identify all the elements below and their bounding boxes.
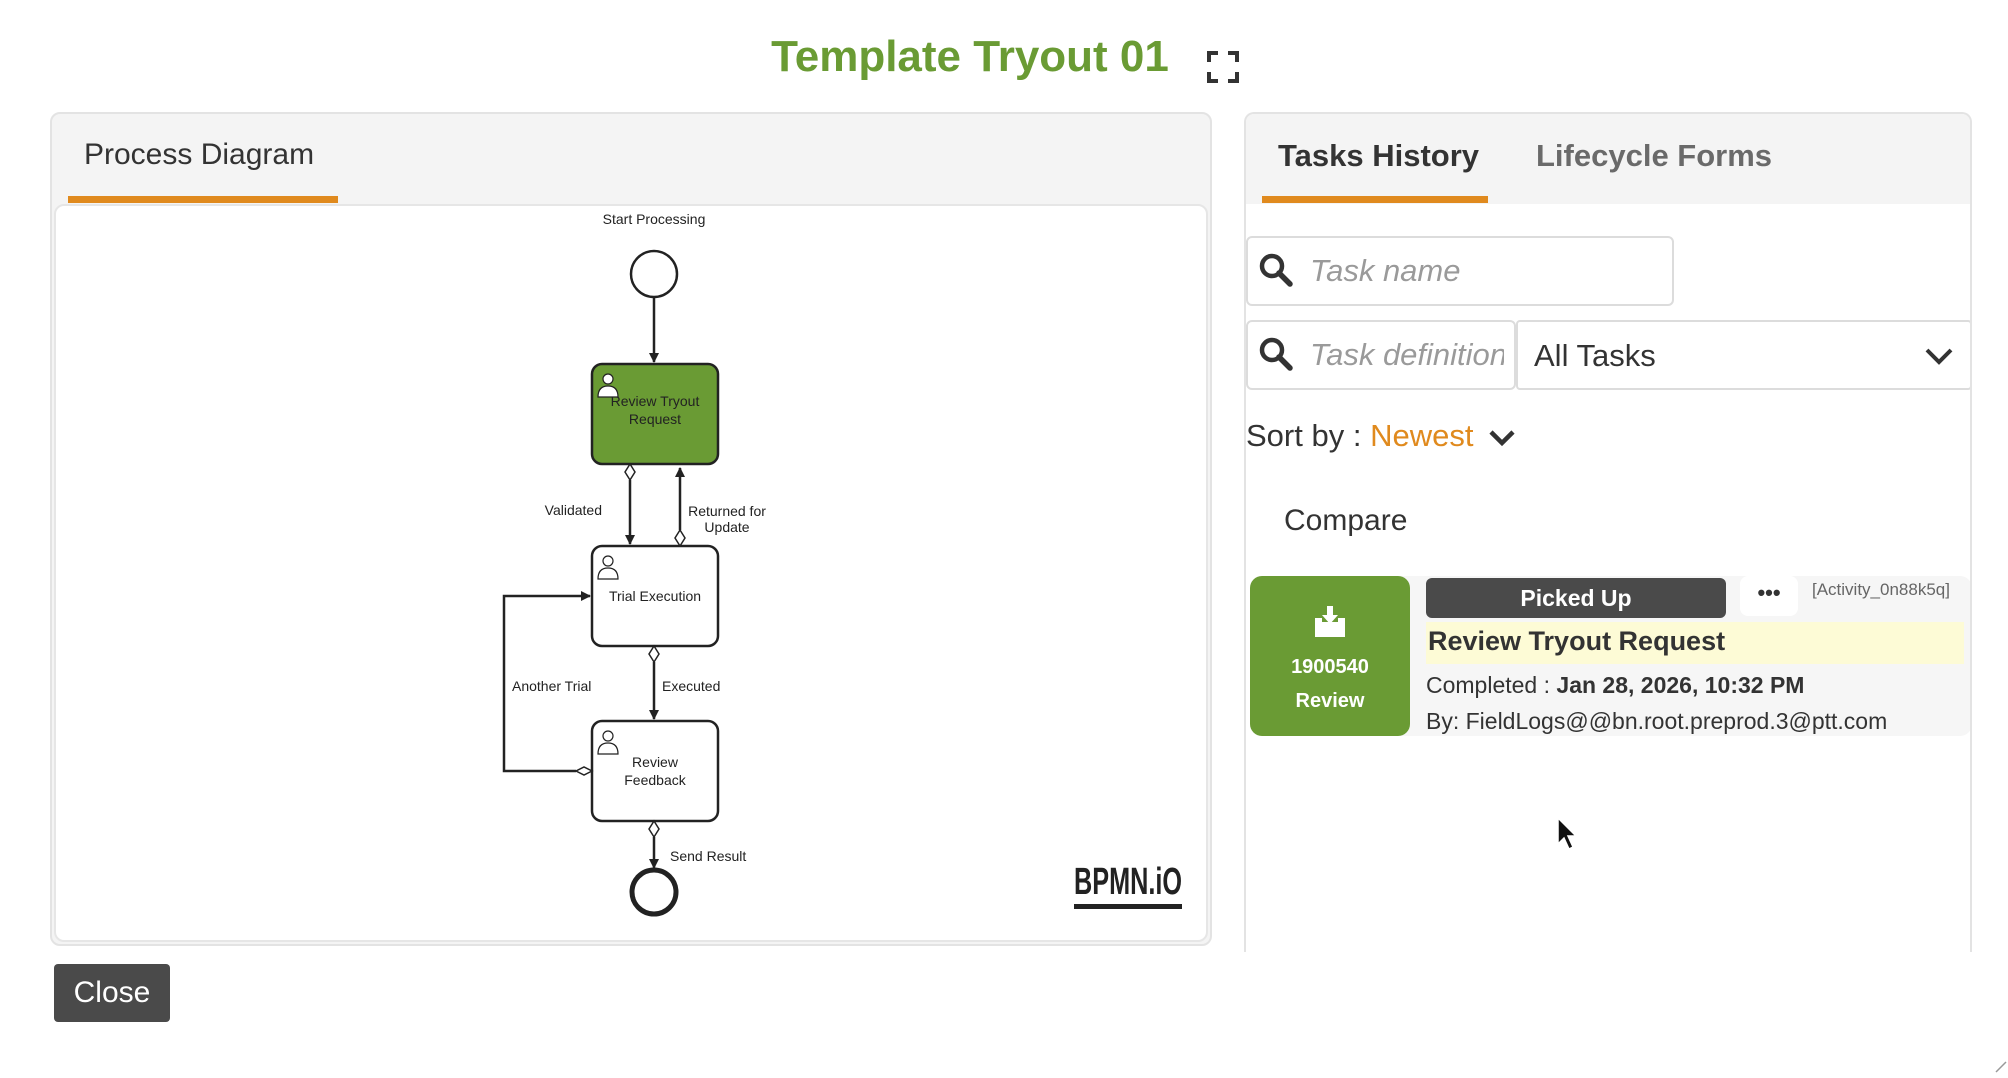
task-filter-select[interactable]: All Tasks bbox=[1516, 320, 1970, 390]
task-name-search bbox=[1246, 236, 1674, 306]
page-title: Template Tryout 01 bbox=[771, 32, 1169, 81]
search-icon bbox=[1259, 253, 1293, 287]
flow-label: Validated bbox=[545, 502, 602, 518]
task-name-input[interactable] bbox=[1308, 246, 1662, 296]
flow-label: Send Result bbox=[670, 848, 746, 864]
task-card-badge[interactable]: 1900540 Review bbox=[1250, 576, 1410, 736]
task-label: Trial Execution bbox=[609, 588, 701, 604]
sort-value[interactable]: Newest bbox=[1370, 418, 1474, 453]
completed-label: Completed : bbox=[1426, 672, 1551, 698]
task-review-feedback[interactable]: Review Feedback bbox=[590, 719, 720, 823]
task-definition-search bbox=[1246, 320, 1516, 390]
task-trial-execution[interactable]: Trial Execution bbox=[590, 544, 720, 648]
task-title-highlight bbox=[1426, 622, 1964, 664]
start-event-label: Start Processing bbox=[603, 211, 706, 227]
sequence-flow-another-trial[interactable] bbox=[502, 591, 591, 773]
flow-label: Another Trial bbox=[512, 678, 591, 694]
task-label: Request bbox=[629, 411, 681, 427]
active-tab-indicator bbox=[68, 196, 338, 203]
user-task-icon bbox=[597, 555, 619, 580]
bpmn-io-logo[interactable]: BPMN.iO bbox=[1074, 861, 1182, 903]
tabs-bar: Tasks History Lifecycle Forms bbox=[1246, 114, 1970, 204]
task-type: Review bbox=[1295, 690, 1365, 712]
start-event[interactable] bbox=[629, 249, 679, 299]
bpmn-canvas[interactable]: Start Processing Review Tryout Request V… bbox=[54, 204, 1208, 942]
user-task-icon bbox=[597, 373, 619, 398]
tasks-panel: Tasks History Lifecycle Forms All Tasks … bbox=[1244, 112, 1972, 952]
chevron-down-icon[interactable] bbox=[1488, 428, 1516, 448]
search-icon bbox=[1259, 337, 1293, 371]
tab-process-diagram[interactable]: Process Diagram bbox=[84, 138, 315, 171]
more-options-button[interactable]: ••• bbox=[1740, 576, 1798, 616]
sort-label: Sort by : bbox=[1246, 418, 1362, 453]
completed-date: Jan 28, 2026, 10:32 PM bbox=[1556, 672, 1805, 698]
tab-lifecycle-forms[interactable]: Lifecycle Forms bbox=[1536, 138, 1773, 173]
task-title[interactable]: Review Tryout Request bbox=[1428, 626, 1726, 656]
flow-label: Returned for bbox=[688, 503, 766, 519]
close-button[interactable]: Close bbox=[54, 964, 170, 1022]
task-number: 1900540 bbox=[1291, 656, 1369, 678]
task-filter-value: All Tasks bbox=[1534, 338, 1656, 373]
task-label: Review bbox=[632, 754, 679, 770]
fullscreen-icon[interactable] bbox=[1206, 50, 1240, 84]
activity-id: [Activity_0n88k5q] bbox=[1812, 580, 1950, 599]
flow-label: Update bbox=[704, 519, 749, 535]
completed-info: Completed : Jan 28, 2026, 10:32 PM bbox=[1426, 672, 1804, 699]
end-event[interactable] bbox=[629, 867, 679, 917]
task-card: 1900540 Review Picked Up ••• [Activity_0… bbox=[1250, 576, 1970, 736]
logo-underline bbox=[1074, 904, 1182, 909]
user-task-icon bbox=[597, 730, 619, 755]
active-tab-indicator bbox=[1262, 196, 1488, 203]
completed-by: By: FieldLogs@@bn.root.preprod.3@ptt.com bbox=[1426, 708, 1888, 734]
status-badge: Picked Up bbox=[1426, 578, 1726, 618]
tab-tasks-history[interactable]: Tasks History bbox=[1278, 138, 1480, 173]
inbox-download-icon bbox=[1315, 606, 1345, 637]
task-review-tryout-request[interactable]: Review Tryout Request bbox=[590, 362, 720, 466]
task-label: Review Tryout bbox=[611, 393, 700, 409]
flow-label: Executed bbox=[662, 678, 720, 694]
sort-control: Sort by : Newest bbox=[1246, 418, 1516, 454]
resize-grip-icon[interactable] bbox=[1994, 1060, 2008, 1074]
chevron-down-icon bbox=[1925, 348, 1953, 365]
mouse-cursor-icon bbox=[1557, 816, 1578, 851]
task-definition-input[interactable] bbox=[1308, 330, 1506, 380]
task-label: Feedback bbox=[624, 772, 686, 788]
compare-button[interactable]: Compare bbox=[1284, 504, 1408, 537]
process-diagram-panel: Process Diagram Start Processing Review … bbox=[50, 112, 1212, 946]
